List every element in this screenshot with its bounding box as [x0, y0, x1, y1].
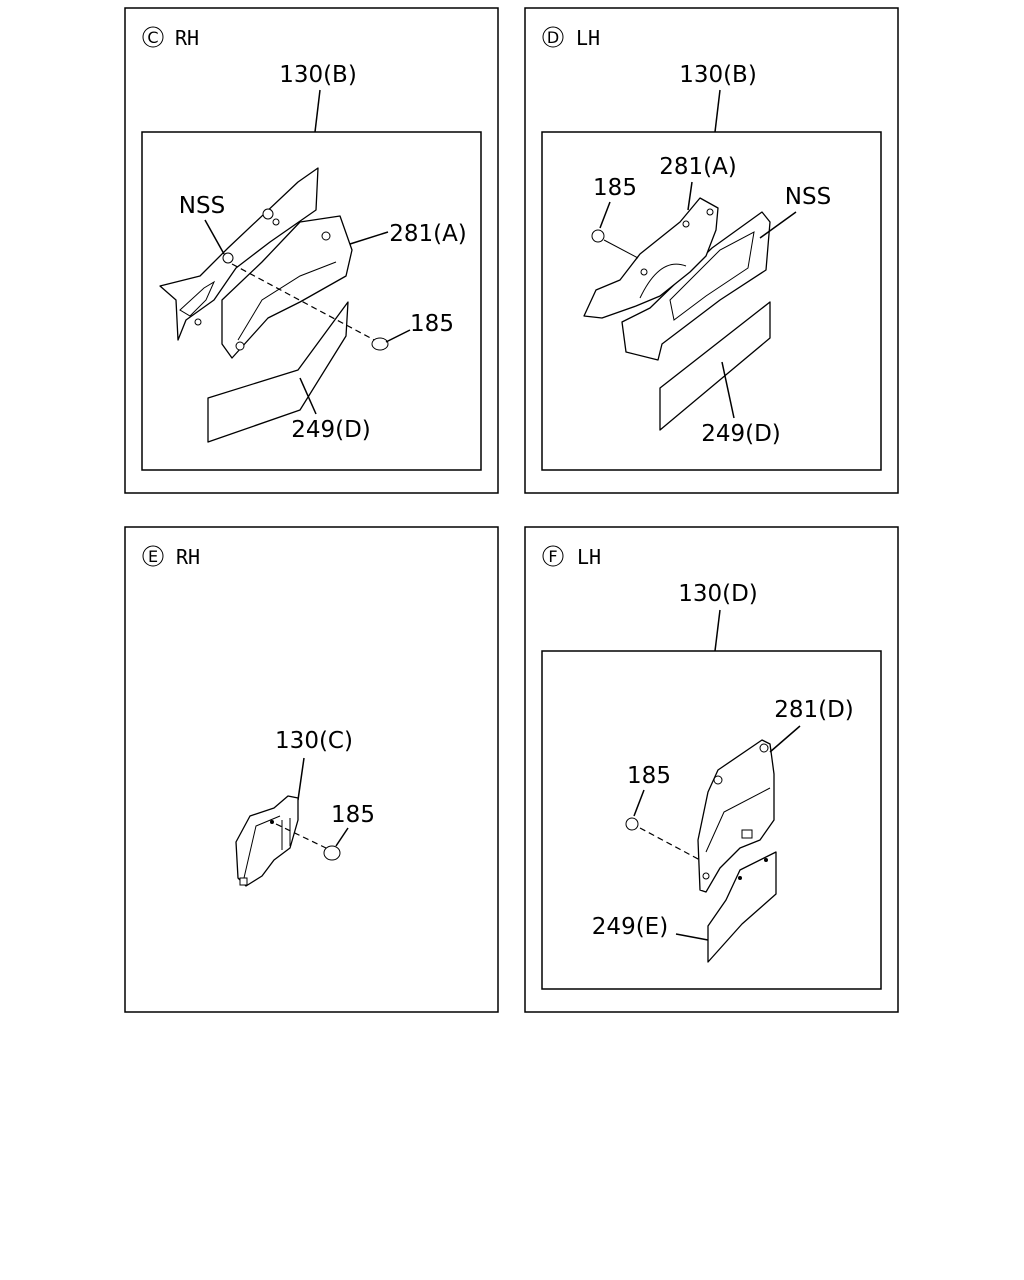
panel-c-frame	[124, 7, 499, 494]
panel-c-leader-130	[314, 89, 321, 133]
part-nss-plate	[159, 167, 319, 341]
part-281-bracket	[583, 197, 719, 319]
view-e-letter: E	[148, 547, 158, 566]
part-249-cover	[707, 851, 777, 963]
panel-f-label-249: 249(E)	[592, 914, 668, 940]
bolt-185	[323, 845, 341, 861]
panel-e-label-130: 130(C)	[275, 728, 353, 754]
panel-c-side: RH	[175, 26, 199, 50]
panel-d-label-nss: NSS	[785, 184, 831, 210]
panel-f-label-130: 130(D)	[678, 581, 758, 607]
view-d-letter: D	[547, 28, 559, 47]
panel-d-leader-130	[714, 89, 721, 133]
panel-c: C RH 130(B) NSS 281(A) 185 249(D)	[124, 7, 499, 494]
panel-f-detail-box	[541, 650, 882, 990]
panel-c-detail-box	[141, 131, 482, 471]
panel-f-label-281: 281(D)	[774, 697, 854, 723]
panel-d-label-249: 249(D)	[701, 421, 781, 447]
panel-d-label-281: 281(A)	[659, 154, 737, 180]
part-249-cover	[207, 301, 349, 443]
panel-f-frame	[524, 526, 899, 1013]
bolt-185	[625, 817, 639, 831]
panel-c-label-281: 281(A)	[389, 221, 467, 247]
panel-f-side: LH	[577, 545, 601, 569]
part-249-cover	[659, 301, 771, 431]
panel-e: E RH 130(C) 185	[124, 526, 499, 1013]
panel-e-frame	[124, 526, 499, 1013]
panel-f-label-185: 185	[627, 763, 671, 789]
panel-c-label-130: 130(B)	[279, 62, 357, 88]
panel-f: F LH 130(D) 185 281(D) 249(E)	[524, 526, 899, 1013]
panel-e-side: RH	[176, 545, 200, 569]
view-f-letter: F	[548, 547, 557, 566]
view-e-circle	[142, 545, 164, 567]
bolt-185	[371, 337, 389, 351]
panel-c-label-nss: NSS	[179, 193, 225, 219]
panel-d-frame	[524, 7, 899, 494]
bolt-185	[591, 229, 605, 243]
view-c-circle	[142, 26, 164, 48]
panel-d: D LH 130(B) 185 281(A) NSS 249(D)	[524, 7, 899, 494]
panel-c-label-249: 249(D)	[291, 417, 371, 443]
panel-e-label-185: 185	[331, 802, 375, 828]
panel-d-side: LH	[576, 26, 600, 50]
panel-d-label-130: 130(B)	[679, 62, 757, 88]
panel-c-label-185: 185	[410, 311, 454, 337]
panel-d-label-185: 185	[593, 175, 637, 201]
view-c-letter: C	[147, 28, 158, 47]
view-d-circle	[542, 26, 564, 48]
view-f-circle	[542, 545, 564, 567]
part-130-bracket	[235, 795, 299, 887]
panel-d-detail-box	[541, 131, 882, 471]
part-281-bracket	[221, 215, 353, 359]
